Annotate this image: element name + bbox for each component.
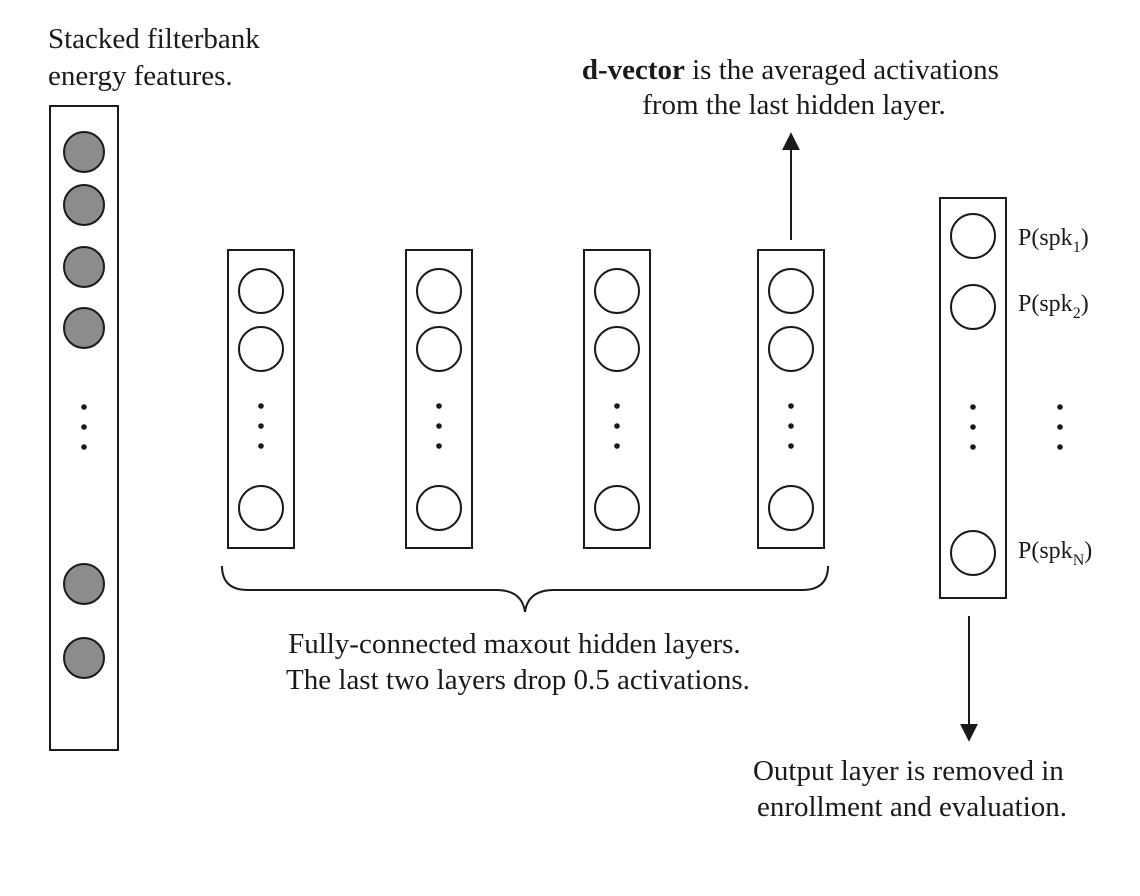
hidden-ellipsis xyxy=(614,403,620,449)
hidden-node xyxy=(594,326,640,372)
hidden-node xyxy=(238,485,284,531)
output-label-ellipsis xyxy=(1057,404,1063,450)
input-node xyxy=(63,184,105,226)
hidden-ellipsis xyxy=(258,403,264,449)
hidden-node xyxy=(768,268,814,314)
output-label-n-subscript: N xyxy=(1073,552,1085,569)
dvector-term: d-vector xyxy=(582,54,685,86)
input-node xyxy=(63,131,105,173)
input-node xyxy=(63,563,105,605)
hidden-node xyxy=(416,326,462,372)
input-layer xyxy=(49,105,119,751)
hidden-node xyxy=(238,326,284,372)
output-ellipsis xyxy=(970,404,976,450)
hidden-node xyxy=(238,268,284,314)
hidden-node xyxy=(594,485,640,531)
output-node xyxy=(950,284,996,330)
input-caption-line-1: Stacked filterbank xyxy=(48,23,260,55)
hidden-node xyxy=(768,326,814,372)
hidden-ellipsis xyxy=(788,403,794,449)
output-label-2: P(spk2) xyxy=(1018,291,1089,322)
output-caption-line-2: enrollment and evaluation. xyxy=(757,791,1067,823)
input-layer-box xyxy=(49,105,119,751)
hidden-layer-2 xyxy=(405,249,473,549)
output-caption: Output layer is removed in enrollment an… xyxy=(753,755,1071,823)
dvector-caption: d-vector is the averaged activations fro… xyxy=(582,54,1006,121)
output-layer xyxy=(939,197,1007,599)
input-ellipsis xyxy=(81,404,87,450)
dvector-caption-line-1-rest: is the averaged activations xyxy=(685,54,999,86)
output-node xyxy=(950,213,996,259)
hidden-caption-line-1: Fully-connected maxout hidden layers. xyxy=(288,628,741,660)
hidden-node xyxy=(416,485,462,531)
output-label-2-subscript: 2 xyxy=(1073,305,1081,322)
hidden-node xyxy=(594,268,640,314)
hidden-layer-box xyxy=(227,249,295,549)
hidden-layer-box xyxy=(583,249,651,549)
dvector-caption-line-1: d-vector is the averaged activations xyxy=(582,54,999,86)
output-label-1: P(spk1) xyxy=(1018,225,1089,256)
hidden-caption-line-2: The last two layers drop 0.5 activations… xyxy=(286,664,750,696)
input-node xyxy=(63,246,105,288)
hidden-layer-box xyxy=(757,249,825,549)
input-caption: Stacked filterbank energy features. xyxy=(48,23,267,92)
hidden-layers-brace xyxy=(221,565,829,613)
hidden-layer-4 xyxy=(757,249,825,549)
output-label-1-subscript: 1 xyxy=(1073,239,1081,256)
hidden-layer-box xyxy=(405,249,473,549)
input-node xyxy=(63,637,105,679)
output-caption-line-1: Output layer is removed in xyxy=(753,755,1064,787)
hidden-layer-1 xyxy=(227,249,295,549)
hidden-node xyxy=(416,268,462,314)
output-layer-box xyxy=(939,197,1007,599)
hidden-node xyxy=(768,485,814,531)
input-caption-line-2: energy features. xyxy=(48,60,233,92)
hidden-ellipsis xyxy=(436,403,442,449)
dvector-caption-line-2: from the last hidden layer. xyxy=(642,89,946,121)
hidden-layer-3 xyxy=(583,249,651,549)
output-label-n: P(spkN) xyxy=(1018,538,1092,569)
input-node xyxy=(63,307,105,349)
hidden-layers-caption: Fully-connected maxout hidden layers. Th… xyxy=(286,628,750,696)
output-node xyxy=(950,530,996,576)
